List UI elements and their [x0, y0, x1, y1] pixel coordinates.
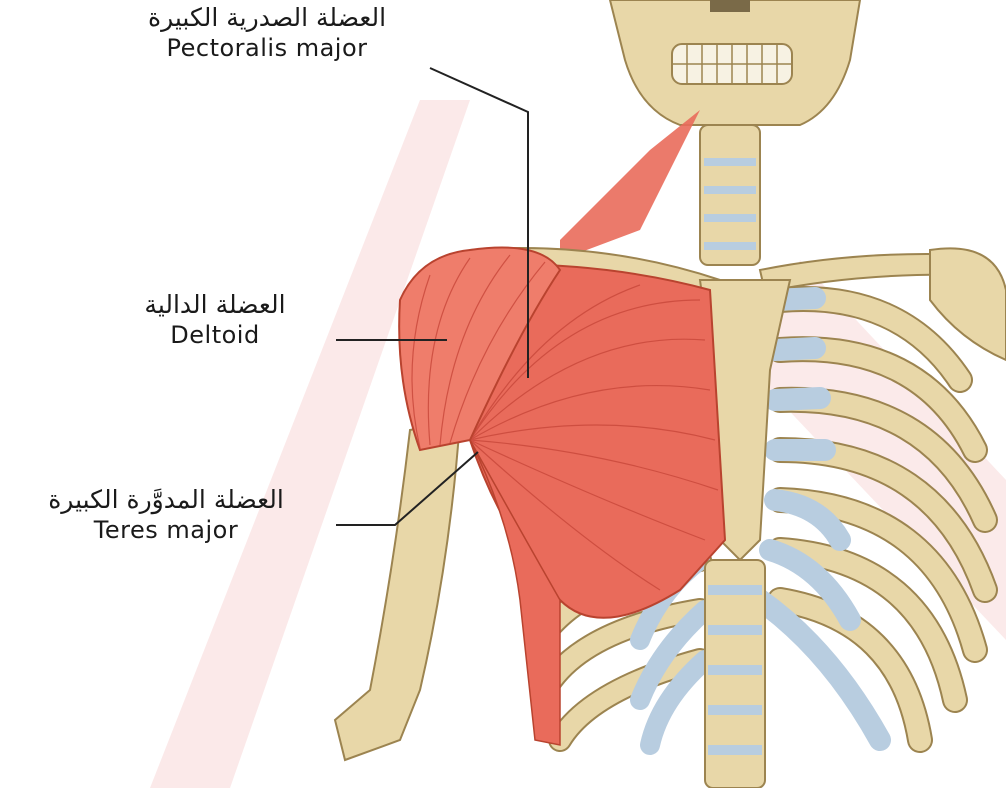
pectoralis-major-arabic: العضلة الصدرية الكبيرة: [92, 2, 442, 33]
cervical-spine: [700, 125, 760, 265]
thoracic-spine: [705, 560, 765, 788]
deltoid-english: Deltoid: [100, 320, 330, 350]
humerus: [335, 420, 460, 760]
trapezius-muscle: [560, 110, 700, 260]
teres-major-arabic: العضلة المدوَّرة الكبيرة: [0, 484, 332, 515]
teres-major-label: العضلة المدوَّرة الكبيرة Teres major: [0, 484, 332, 545]
deltoid-label: العضلة الدالية Deltoid: [100, 289, 330, 350]
skull: [610, 0, 860, 125]
teres-major-english: Teres major: [0, 515, 332, 545]
pectoralis-major-label: العضلة الصدرية الكبيرة Pectoralis major: [92, 2, 442, 63]
deltoid-arabic: العضلة الدالية: [100, 289, 330, 320]
pectoralis-major-english: Pectoralis major: [92, 33, 442, 63]
